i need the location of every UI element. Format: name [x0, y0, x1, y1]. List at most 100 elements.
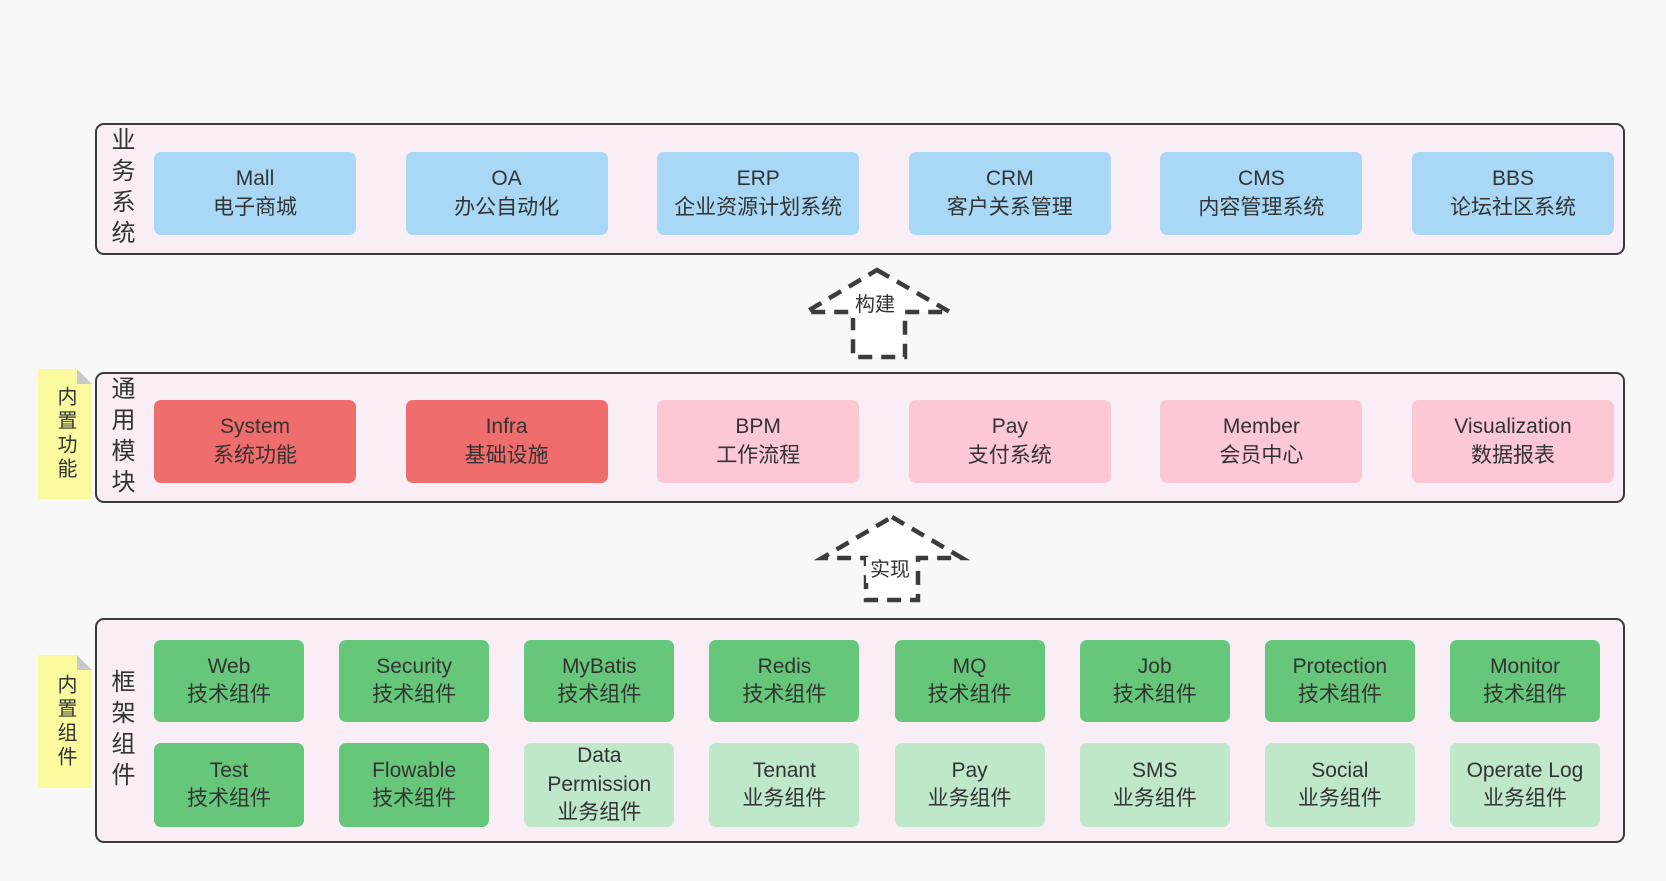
component-name-zh: 会员中心: [1219, 443, 1304, 467]
component-name-en: Infra: [485, 415, 528, 439]
component-name-zh: 企业资源计划系统: [674, 195, 843, 219]
component-name-en: MQ: [952, 654, 987, 678]
component-name-zh: 基础设施: [464, 443, 549, 467]
component-box-mybatis: MyBatis 技术组件: [524, 640, 675, 722]
sticky-fold-icon: [77, 655, 92, 670]
component-name-en: SMS: [1131, 758, 1178, 782]
component-box-job: Job 技术组件: [1079, 640, 1230, 722]
component-box-protection: Protection 技术组件: [1264, 640, 1415, 722]
layer-business-systems-label: 业务系统: [107, 127, 134, 251]
component-name-en: Pay: [991, 415, 1028, 439]
component-name-zh: 论坛社区系统: [1449, 195, 1576, 219]
component-box-cms: CMS 内容管理系统: [1160, 152, 1363, 235]
component-name-zh: 支付系统: [967, 443, 1052, 467]
component-name-en: Flowable: [372, 758, 457, 782]
component-name-zh: 技术组件: [187, 787, 271, 810]
layer-common-modules-label: 通用模块: [107, 375, 134, 500]
component-box-crm: CRM 客户关系管理: [908, 152, 1111, 235]
component-box-mq: MQ 技术组件: [894, 640, 1045, 722]
layer-business-systems: 业务系统 Mall 电子商城 OA 办公自动化 ERP 企业资源计划系统 CRM 客户关系管理…: [95, 123, 1625, 255]
component-name-zh: 客户关系管理: [946, 195, 1073, 219]
sticky-note-builtin-components: 内置组件: [38, 655, 92, 788]
component-name-zh: 工作流程: [716, 443, 801, 467]
component-box-erp: ERP 企业资源计划系统: [657, 152, 860, 235]
component-name-zh: 业务组件: [1297, 787, 1382, 810]
component-box-sms: SMS 业务组件: [1079, 743, 1230, 827]
component-box-test: Test 技术组件: [154, 743, 304, 827]
component-name-en: BBS: [1491, 167, 1534, 191]
component-name-en: CRM: [985, 167, 1034, 191]
component-name-en: Redis: [757, 654, 812, 678]
component-name-zh: 业务组件: [1482, 787, 1567, 810]
component-name-en: MyBatis: [561, 654, 637, 678]
component-name-zh: 技术组件: [187, 683, 271, 706]
component-name-zh: 业务组件: [927, 787, 1012, 810]
component-name-en: Tenant: [752, 758, 816, 782]
component-name-zh: 技术组件: [372, 787, 457, 810]
component-name-zh: 业务组件: [1112, 787, 1197, 810]
component-box-web: Web 技术组件: [154, 640, 304, 722]
component-name-en: Pay: [951, 758, 988, 782]
component-name-en: Social: [1311, 758, 1369, 782]
component-box-tenant: Tenant 业务组件: [709, 743, 860, 827]
component-name-en: Web: [207, 654, 251, 678]
component-name-zh: 业务组件: [742, 787, 827, 810]
component-box-mall: Mall 电子商城: [154, 152, 356, 235]
component-name-en: Test: [209, 758, 249, 782]
component-name-en: Mall: [235, 167, 275, 191]
component-name-zh: 内容管理系统: [1198, 195, 1325, 219]
component-name-en: ERP: [736, 167, 780, 191]
component-name-zh: 技术组件: [742, 683, 827, 706]
component-name-zh: 技术组件: [1112, 683, 1197, 706]
sticky-note-builtin-components-label: 内置组件: [54, 673, 76, 770]
component-box-operate-log: Operate Log 业务组件: [1449, 743, 1600, 827]
sticky-fold-icon: [77, 369, 92, 384]
component-name-en: Security: [376, 654, 453, 678]
sticky-note-builtin-functions: 内置功能: [38, 369, 92, 499]
component-name-en: Data Permission: [547, 744, 652, 796]
component-name-zh: 业务组件: [557, 801, 642, 825]
component-name-en: Operate Log: [1466, 758, 1584, 782]
component-box-redis: Redis 技术组件: [709, 640, 860, 722]
business-systems-boxes: Mall 电子商城 OA 办公自动化 ERP 企业资源计划系统 CRM 客户关系管理 CMS 内容…: [154, 152, 1614, 235]
component-box-visualization: Visualization 数据报表: [1411, 400, 1614, 483]
component-box-oa: OA 办公自动化: [405, 152, 608, 235]
component-box-bbs: BBS 论坛社区系统: [1411, 152, 1614, 235]
component-box-flowable: Flowable 技术组件: [339, 743, 490, 827]
component-name-zh: 电子商城: [213, 195, 297, 219]
component-name-en: Member: [1222, 415, 1300, 439]
component-name-zh: 办公自动化: [454, 195, 560, 219]
component-name-zh: 数据报表: [1470, 443, 1555, 467]
component-box-security: Security 技术组件: [339, 640, 490, 722]
component-name-zh: 技术组件: [557, 683, 642, 706]
component-box-pay: Pay 业务组件: [894, 743, 1045, 827]
sticky-note-builtin-functions-label: 内置功能: [54, 386, 76, 482]
component-box-member: Member 会员中心: [1160, 400, 1363, 483]
build-arrow-label: 构建: [851, 292, 899, 318]
component-box-data-permission: Data Permission 业务组件: [524, 743, 675, 827]
component-name-zh: 技术组件: [1482, 683, 1567, 706]
implement-arrow-label: 实现: [866, 557, 914, 583]
component-name-en: Protection: [1292, 654, 1388, 678]
component-name-zh: 技术组件: [372, 683, 457, 706]
component-box-social: Social 业务组件: [1264, 743, 1415, 827]
component-name-en: CMS: [1238, 167, 1285, 191]
layer-framework-components-label: 框架组件: [107, 668, 134, 793]
component-name-zh: 技术组件: [1297, 683, 1382, 706]
component-name-zh: 技术组件: [927, 683, 1012, 706]
component-box-bpm: BPM 工作流程: [657, 400, 860, 483]
component-name-en: OA: [491, 167, 522, 191]
component-box-infra: Infra 基础设施: [405, 400, 608, 483]
component-box-pay: Pay 支付系统: [908, 400, 1111, 483]
component-name-en: Visualization: [1454, 415, 1572, 439]
component-name-zh: 系统功能: [213, 443, 297, 467]
component-name-en: Job: [1137, 654, 1172, 678]
component-name-en: BPM: [735, 415, 781, 439]
